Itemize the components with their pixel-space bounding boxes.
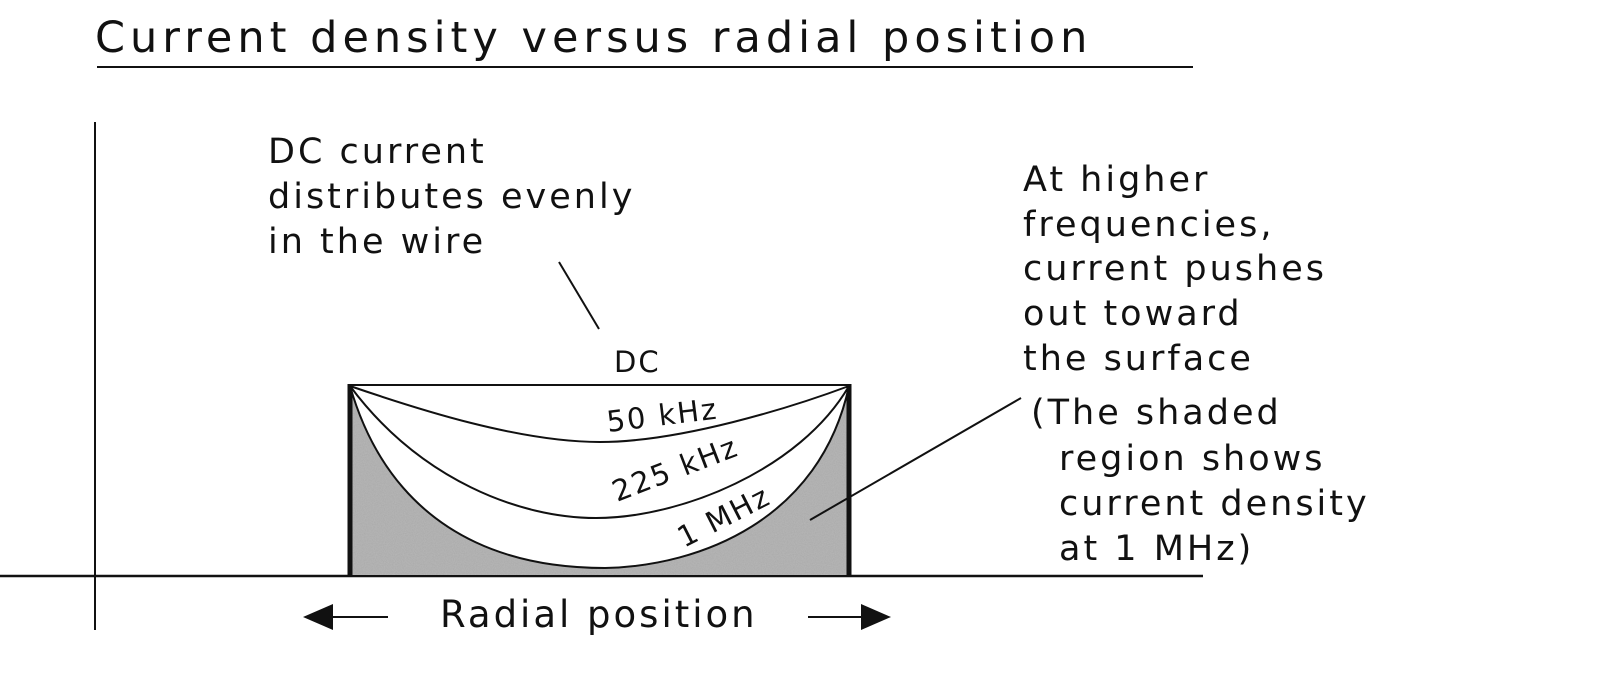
dc-note: DC current distributes evenly in the wir… — [268, 132, 650, 262]
label-dc: DC — [614, 345, 661, 379]
shaded-note-line: current density — [1059, 484, 1370, 524]
dc-note-line: in the wire — [268, 222, 486, 262]
curve-225khz — [349, 385, 850, 520]
curve-50khz — [349, 385, 850, 444]
hf-note-line: At higher — [1023, 160, 1210, 200]
label-50khz: 50 kHz — [605, 392, 720, 439]
hf-note-line: the surface — [1023, 339, 1254, 379]
x-axis-label: Radial position — [440, 593, 758, 636]
curve-1mhz — [349, 385, 850, 570]
hf-note-line: current pushes — [1023, 249, 1327, 289]
right-arrow-icon — [808, 604, 891, 630]
hf-note: At higher frequencies, current pushes ou… — [1023, 160, 1341, 379]
left-arrow-icon — [303, 604, 388, 630]
dc-note-line: distributes evenly — [268, 177, 635, 217]
dc-note-line: DC current — [268, 132, 487, 172]
shaded-note-leader — [809, 397, 1022, 521]
hf-note-line: frequencies, — [1023, 205, 1274, 245]
shaded-note-line: at 1 MHz) — [1059, 529, 1254, 569]
shaded-note: (The shaded region shows current density… — [1031, 393, 1384, 569]
shaded-1mhz-region — [350, 386, 849, 576]
diagram-title: Current density versus radial position — [95, 13, 1092, 63]
hf-note-line: out toward — [1023, 294, 1243, 334]
dc-note-leader — [558, 261, 600, 330]
shaded-note-line: (The shaded — [1031, 393, 1282, 433]
shaded-note-line: region shows — [1059, 439, 1326, 479]
